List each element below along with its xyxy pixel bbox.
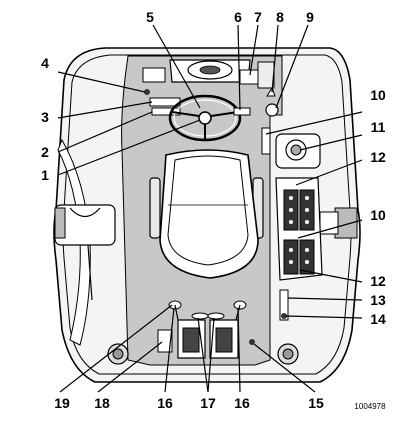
callout-12-lower: 12 <box>370 273 386 289</box>
callout-7: 7 <box>254 9 262 25</box>
right-steering-column-lever <box>233 107 251 116</box>
right-control-console <box>261 127 323 321</box>
callout-3: 3 <box>41 109 49 125</box>
callout-5: 5 <box>146 9 154 25</box>
callout-8: 8 <box>276 9 284 25</box>
callout-17: 17 <box>200 395 216 411</box>
callout-19: 19 <box>54 395 70 411</box>
callout-4: 4 <box>41 55 49 71</box>
callout-13: 13 <box>370 292 386 308</box>
floor-controls <box>157 300 255 359</box>
corner-posts <box>107 343 299 365</box>
callout-14: 14 <box>370 311 386 327</box>
callout-10-lower: 10 <box>370 207 386 223</box>
callout-16-right: 16 <box>234 395 250 411</box>
instrument-cluster <box>142 59 275 89</box>
callout-6: 6 <box>234 9 242 25</box>
upper-right-controls <box>265 86 279 117</box>
callout-10-upper: 10 <box>370 87 386 103</box>
left-fender <box>54 138 116 346</box>
operator-seat <box>149 149 264 279</box>
callout-labels: 1 2 3 4 5 6 7 8 9 10 11 12 10 12 13 14 1… <box>41 9 386 411</box>
callout-16-left: 16 <box>157 395 173 411</box>
callout-12-upper: 12 <box>370 149 386 165</box>
leader-lines <box>57 24 363 393</box>
document-id: 1004978 <box>354 402 386 411</box>
steering-wheel <box>168 94 242 142</box>
callout-1: 1 <box>41 167 49 183</box>
callout-2: 2 <box>41 144 49 160</box>
callout-15: 15 <box>308 395 324 411</box>
callout-11: 11 <box>371 119 386 135</box>
callout-9: 9 <box>306 9 314 25</box>
callout-18: 18 <box>94 395 110 411</box>
